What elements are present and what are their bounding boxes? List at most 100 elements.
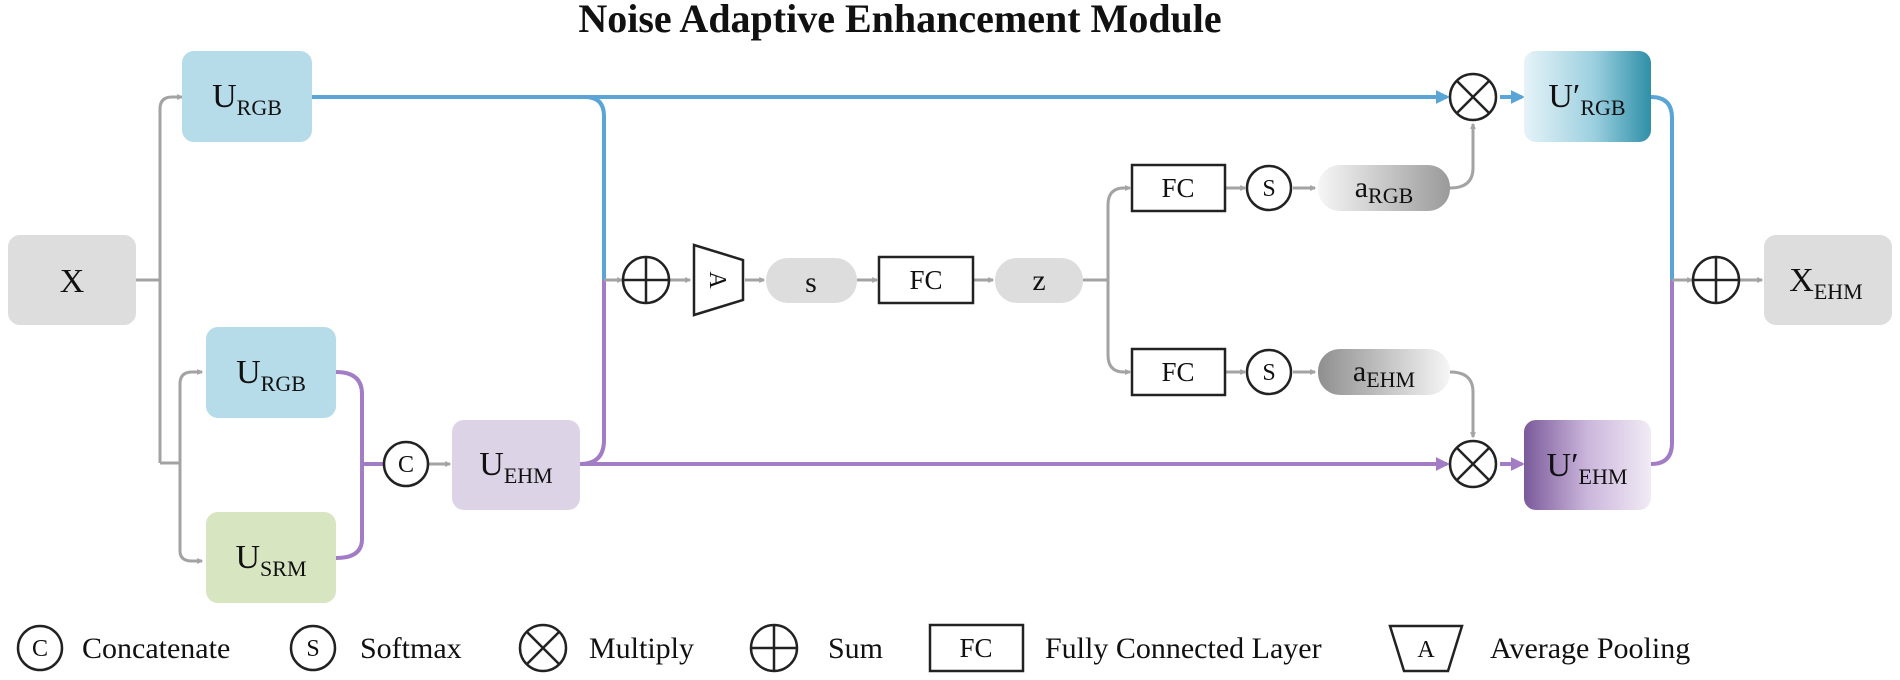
- node-z-label: z: [1032, 264, 1045, 297]
- arrow-x-to-urgb-top: [158, 94, 184, 110]
- svg-text:U′RGB: U′RGB: [1548, 78, 1625, 120]
- node-a-ehm: aEHM: [1318, 349, 1450, 395]
- svg-text:USRM: USRM: [235, 539, 306, 581]
- node-u-rgb-prime: U′RGB: [1524, 51, 1651, 142]
- node-u-rgb-prime-sub: RGB: [1580, 95, 1625, 120]
- concatenate-op: C: [382, 440, 430, 488]
- node-x-ehm-main: X: [1789, 262, 1814, 299]
- legend-label-concatenate: Concatenate: [82, 632, 230, 665]
- svg-text:URGB: URGB: [212, 78, 282, 120]
- sum-icon: [749, 623, 799, 673]
- legend-label-sum: Sum: [828, 632, 883, 665]
- node-a-rgb-main: a: [1355, 171, 1368, 204]
- legend-item-multiply: Multiply: [518, 623, 694, 673]
- softmax-op-top: S: [1245, 164, 1293, 212]
- multiply-op-bottom: [1448, 439, 1498, 489]
- average-pooling-op-letter: A: [704, 271, 730, 289]
- node-u-rgb-lower-sub: RGB: [261, 371, 306, 396]
- node-a-ehm-sub: EHM: [1366, 367, 1415, 392]
- svg-text:aRGB: aRGB: [1355, 171, 1414, 208]
- softmax-icon: S: [289, 624, 337, 672]
- node-x: X: [8, 235, 136, 325]
- node-u-ehm-sub: EHM: [504, 463, 553, 488]
- node-x-ehm: XEHM: [1764, 235, 1892, 325]
- average-pooling-op: A: [692, 243, 745, 317]
- line-ehm-up-to-sum: [579, 280, 606, 466]
- node-u-rgb-prime-main: U′: [1548, 78, 1580, 115]
- node-u-ehm-prime-main: U′: [1547, 447, 1579, 484]
- fully-connected-icon-label: FC: [959, 633, 992, 663]
- node-a-rgb-sub: RGB: [1368, 183, 1413, 208]
- legend-label-average-pooling: Average Pooling: [1490, 632, 1690, 665]
- softmax-op-top-letter: S: [1262, 176, 1275, 202]
- node-u-rgb-top: URGB: [182, 51, 312, 142]
- node-s-label: s: [805, 266, 817, 299]
- node-s: s: [766, 258, 857, 303]
- legend: C Concatenate S Softmax Multiply: [16, 623, 1690, 673]
- average-pooling-icon-letter: A: [1417, 637, 1435, 663]
- legend-item-concatenate: C Concatenate: [16, 624, 230, 672]
- arrow-to-fc-top: [1106, 185, 1132, 206]
- arrow-to-usrm: [178, 550, 204, 564]
- svg-text:X: X: [60, 263, 85, 300]
- connector-urgb-lower-to-concat: [335, 370, 364, 560]
- node-u-rgb-top-sub: RGB: [237, 95, 282, 120]
- fc-op-middle-label: FC: [909, 265, 942, 295]
- legend-label-softmax: Softmax: [360, 632, 462, 665]
- node-u-rgb-lower: URGB: [206, 327, 336, 418]
- node-a-ehm-main: a: [1353, 355, 1366, 388]
- fc-op-bottom: FC: [1130, 347, 1227, 397]
- node-x-ehm-sub: EHM: [1814, 279, 1863, 304]
- average-pooling-icon: A: [1388, 624, 1464, 673]
- line-urgb-prime-to-sum: [1650, 95, 1674, 280]
- legend-item-sum: Sum: [749, 623, 883, 673]
- node-u-rgb-top-main: U: [212, 78, 237, 115]
- softmax-op-bottom: S: [1245, 348, 1293, 396]
- arrow-to-urgb-lower: [178, 369, 204, 385]
- legend-item-fully-connected: FC Fully Connected Layer: [928, 623, 1322, 673]
- arrow-to-fc-bottom: [1106, 354, 1132, 375]
- node-z: z: [995, 258, 1083, 303]
- sum-op-middle: [621, 255, 671, 305]
- legend-item-average-pooling: A Average Pooling: [1388, 624, 1690, 673]
- node-u-srm-sub: SRM: [260, 556, 306, 581]
- fully-connected-icon: FC: [928, 623, 1025, 673]
- line-uehm-prime-to-sum: [1650, 280, 1674, 466]
- node-u-ehm: UEHM: [452, 420, 580, 510]
- svg-text:U′EHM: U′EHM: [1547, 447, 1628, 489]
- multiply-op-top: [1448, 72, 1498, 122]
- svg-text:aEHM: aEHM: [1353, 355, 1415, 392]
- concatenate-icon-letter: C: [32, 636, 48, 662]
- fc-op-middle: FC: [877, 255, 975, 305]
- node-u-ehm-main: U: [479, 446, 504, 483]
- concatenate-op-letter: C: [398, 452, 414, 478]
- node-u-ehm-prime: U′EHM: [1524, 420, 1651, 510]
- svg-text:UEHM: UEHM: [479, 446, 552, 488]
- connector-z-split: [1083, 205, 1110, 355]
- arrow-argb-to-multiply: [1449, 122, 1476, 190]
- fc-op-top-label: FC: [1161, 173, 1194, 203]
- legend-label-multiply: Multiply: [589, 632, 694, 665]
- node-u-rgb-lower-main: U: [236, 354, 261, 391]
- diagram-title: Noise Adaptive Enhancement Module: [578, 0, 1221, 41]
- softmax-icon-letter: S: [306, 636, 319, 662]
- node-u-srm: USRM: [206, 512, 336, 603]
- node-a-rgb: aRGB: [1318, 165, 1450, 211]
- concatenate-icon: C: [16, 624, 64, 672]
- connector-x-trunk: [136, 109, 162, 463]
- svg-text:URGB: URGB: [236, 354, 306, 396]
- fc-op-top: FC: [1130, 163, 1227, 213]
- node-u-srm-main: U: [235, 539, 260, 576]
- fc-op-bottom-label: FC: [1161, 357, 1194, 387]
- legend-label-fully-connected: Fully Connected Layer: [1045, 632, 1322, 665]
- node-x-label: X: [60, 263, 85, 300]
- softmax-op-bottom-letter: S: [1262, 360, 1275, 386]
- line-rgb-down-to-sum: [584, 95, 606, 280]
- multiply-icon: [518, 623, 568, 673]
- node-u-ehm-prime-sub: EHM: [1579, 464, 1628, 489]
- arrow-aehm-to-multiply: [1449, 370, 1476, 439]
- legend-item-softmax: S Softmax: [289, 624, 462, 672]
- svg-text:XEHM: XEHM: [1789, 262, 1862, 304]
- sum-op-final: [1691, 255, 1741, 305]
